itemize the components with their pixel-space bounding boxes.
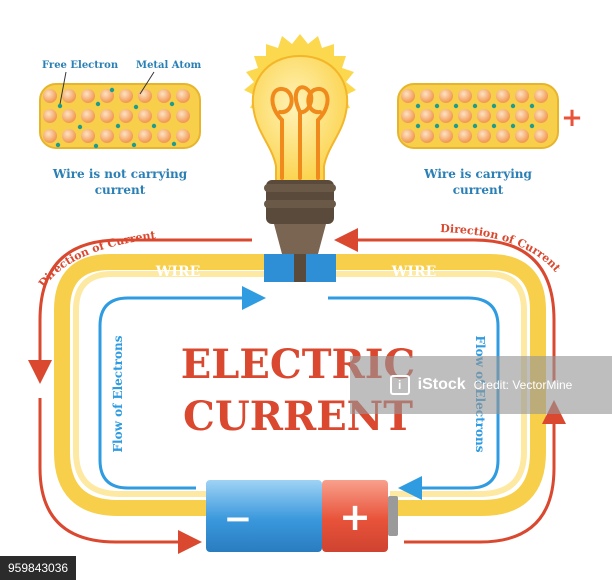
electron-flow-label-left: Flow of Electrons [111,335,125,452]
battery-terminal [388,496,398,536]
watermark-brand: iStock [417,376,466,393]
watermark-credit: Credit: VectorMine [473,378,573,392]
not-carrying-caption-line2: current [95,183,146,197]
wire-label-left: WIRE [155,264,201,280]
battery-positive-half [322,480,388,552]
battery-negative-half [206,480,322,552]
battery-icon: − + [206,480,398,552]
metal-atom-grid [43,89,190,143]
wire-sample-not-carrying: Free Electron Metal Atom Wire is not car… [39,60,202,197]
bulb-filament [270,85,330,180]
plus-icon: + [339,495,371,539]
light-bulb-icon [244,34,356,254]
metal-atom-label: Metal Atom [136,60,202,71]
bulb-contacts [264,254,336,282]
metal-atom-grid [401,89,548,143]
free-electron-label: Free Electron [42,60,119,71]
terminal-plus-icon: + [561,103,583,133]
watermark-logo-icon: i [389,375,410,395]
wire-label-right: WIRE [391,264,437,280]
free-electrons-random [55,87,177,149]
stock-watermark: i iStock Credit: VectorMine [350,356,612,414]
current-arrow-bottom-left [38,398,202,554]
free-electron-pointer [59,71,67,105]
wire-sample-carrying: + Wire is carrying current [397,83,583,197]
carrying-caption-line2: current [453,183,504,197]
free-electrons-aligned [415,103,535,129]
bulb-neck [274,224,326,254]
electron-arrow-left [98,286,266,490]
metal-atom-pointer [139,71,155,95]
current-arrow-bottom-right [404,400,566,544]
current-arrow-top-right [334,228,556,382]
current-arrow-top-left [28,238,252,384]
carrying-caption-line1: Wire is carrying [423,167,532,181]
not-carrying-caption-line1: Wire is not carrying [52,167,188,181]
current-direction-arrows [28,228,566,554]
image-id-badge: 959843036 [0,556,77,580]
minus-icon: − [224,499,253,539]
